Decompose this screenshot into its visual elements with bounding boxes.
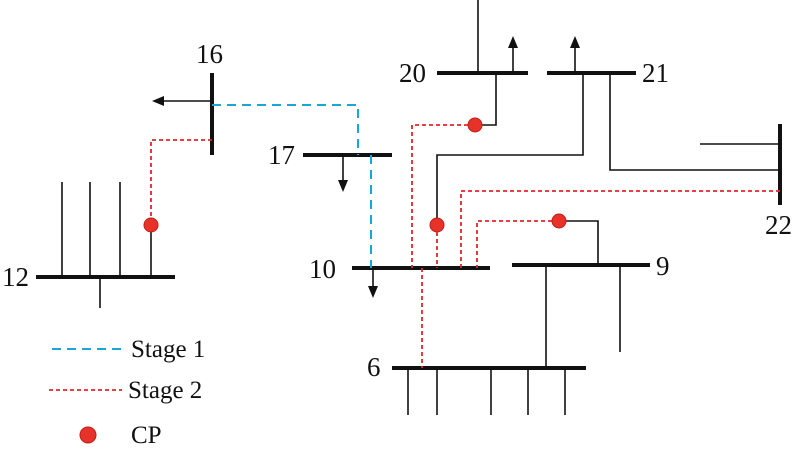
load-arrow-bus20	[508, 36, 518, 73]
bus-label-17: 17	[268, 140, 295, 170]
legend-stage1-label: Stage 1	[131, 336, 205, 363]
load-arrow-bus10	[368, 268, 378, 298]
bus-label-9: 9	[656, 251, 670, 281]
stage1-path	[212, 104, 359, 155]
cp-marker	[143, 217, 159, 233]
legend: Stage 1 Stage 2 CP	[49, 336, 205, 449]
legend-stage2-label: Stage 2	[128, 377, 202, 404]
branch-lines	[61, 0, 780, 415]
bus-label-12: 12	[2, 262, 29, 292]
bus-label-21: 21	[642, 58, 669, 88]
bus-label-22: 22	[765, 210, 792, 240]
cp-marker	[467, 117, 483, 133]
bus-label-6: 6	[367, 352, 381, 382]
bus-label-10: 10	[309, 254, 336, 284]
cp-marker	[429, 217, 445, 233]
bus-label-16: 16	[196, 39, 223, 69]
legend-cp-label: CP	[131, 422, 162, 449]
load-arrow-bus21	[570, 36, 580, 73]
bus-label-20: 20	[399, 58, 426, 88]
load-arrow-bus17	[338, 155, 348, 192]
load-arrow-bus16	[152, 96, 212, 106]
cp-marker	[551, 213, 567, 229]
legend-cp-marker	[79, 426, 97, 444]
stage2-paths	[150, 124, 780, 368]
